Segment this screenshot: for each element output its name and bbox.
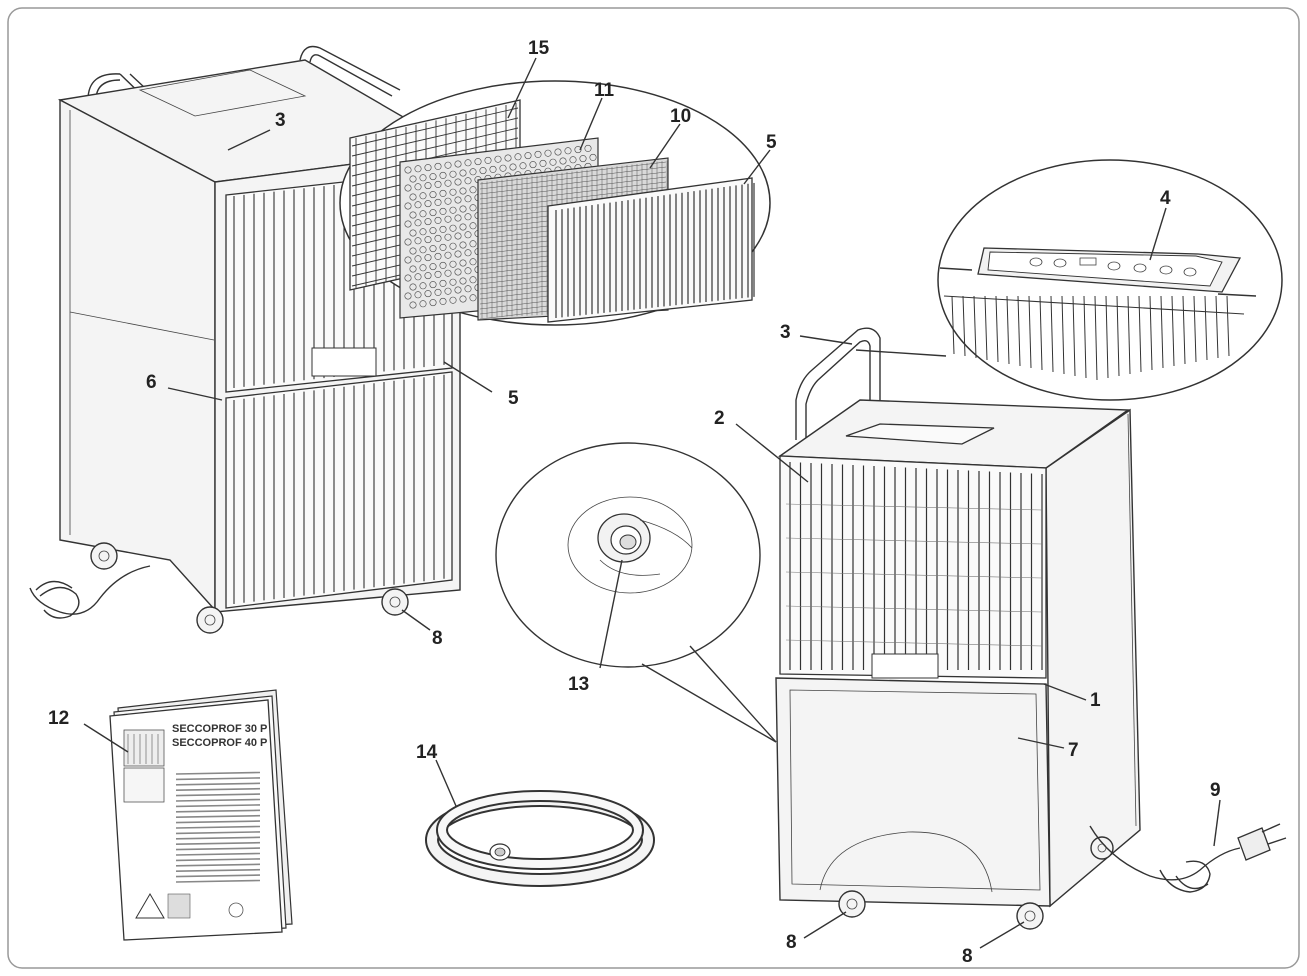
callout-5-filter: 5	[766, 132, 777, 153]
callout-11: 11	[594, 80, 615, 101]
control-panel-magnifier	[937, 159, 1283, 401]
dehumidifier-front-view	[775, 327, 1287, 930]
callout-15: 15	[528, 38, 550, 59]
filter-detail-magnifier	[339, 80, 771, 326]
drain-outlet-magnifier	[495, 442, 777, 743]
callout-13: 13	[568, 674, 589, 695]
callout-12: 12	[48, 708, 69, 729]
callout-10: 10	[670, 106, 691, 127]
callout-8-rear-wheel: 8	[432, 628, 443, 649]
callout-3-rear-handle: 3	[275, 110, 286, 131]
callout-8-front-wheel-right: 8	[962, 946, 973, 967]
manual-title-line1: SECCOPROF 30 P	[172, 723, 267, 735]
instruction-manual: SECCOPROF 30 P SECCOPROF 40 P	[109, 689, 293, 941]
callout-2: 2	[714, 408, 725, 429]
drain-hose	[425, 790, 655, 887]
callout-1: 1	[1090, 690, 1101, 711]
callout-3-front-handle: 3	[780, 322, 791, 343]
callout-4: 4	[1160, 188, 1171, 209]
callout-8-front-wheel-left: 8	[786, 932, 797, 953]
callout-14: 14	[416, 742, 438, 763]
frame-border	[7, 7, 1300, 969]
callout-9: 9	[1210, 780, 1221, 801]
manual-title-line2: SECCOPROF 40 P	[172, 737, 267, 749]
callout-6: 6	[146, 372, 157, 393]
callout-5-grille: 5	[508, 388, 519, 409]
leader-lines	[83, 57, 1221, 949]
callout-7: 7	[1068, 740, 1079, 761]
